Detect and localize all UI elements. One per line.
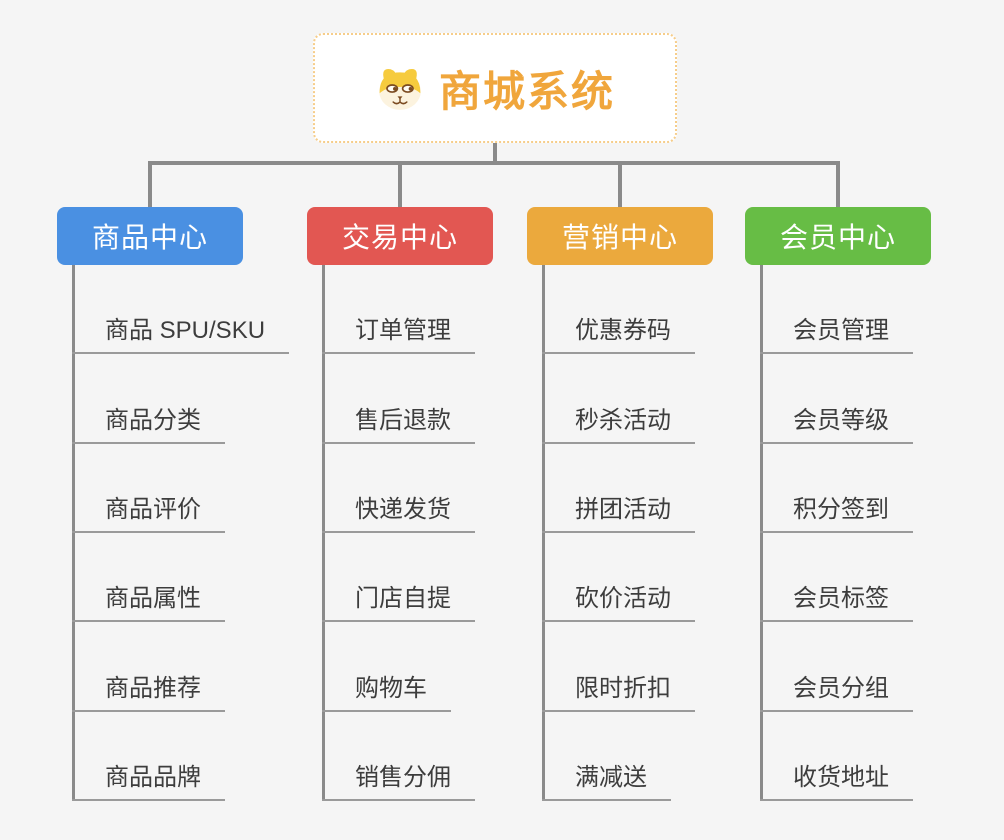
branch-node-product-center[interactable]: 商品中心 (57, 207, 243, 265)
child-topic[interactable]: 快递发货 (322, 489, 475, 533)
child-topic[interactable]: 会员管理 (760, 310, 913, 355)
branch-node-member-center[interactable]: 会员中心 (745, 207, 931, 265)
child-topic[interactable]: 售后退款 (322, 400, 475, 444)
child-topic[interactable]: 商品评价 (72, 489, 225, 533)
child-topic[interactable]: 优惠券码 (542, 310, 695, 355)
child-topic[interactable]: 限时折扣 (542, 668, 695, 712)
branch-children-marketing-center: 优惠券码 秒杀活动 拼团活动 砍价活动 限时折扣 满减送 (542, 265, 695, 801)
child-topic[interactable]: 商品品牌 (72, 757, 225, 801)
child-topic[interactable]: 会员标签 (760, 578, 913, 623)
branch-children-member-center: 会员管理 会员等级 积分签到 会员标签 会员分组 收货地址 (760, 265, 913, 801)
connector-drop (836, 161, 840, 209)
child-topic[interactable]: 满减送 (542, 757, 671, 801)
child-topic[interactable]: 会员等级 (760, 400, 913, 444)
child-topic[interactable]: 收货地址 (760, 757, 913, 801)
child-topic[interactable]: 砍价活动 (542, 578, 695, 623)
connector-drop (148, 161, 152, 209)
dog-face-icon (375, 64, 425, 112)
child-topic[interactable]: 商品分类 (72, 400, 225, 444)
child-topic[interactable]: 购物车 (322, 668, 451, 712)
connector-drop (398, 161, 402, 209)
connector-drop (618, 161, 622, 209)
child-topic[interactable]: 商品 SPU/SKU (72, 310, 290, 355)
branch-children-product-center: 商品 SPU/SKU 商品分类 商品评价 商品属性 商品推荐 商品品牌 (72, 265, 290, 801)
connector-bus (148, 161, 840, 165)
connector-rail (322, 265, 325, 801)
child-topic[interactable]: 拼团活动 (542, 489, 695, 533)
child-topic[interactable]: 商品属性 (72, 578, 225, 623)
child-topic[interactable]: 秒杀活动 (542, 400, 695, 444)
root-topic[interactable]: 商城系统 (313, 33, 677, 143)
child-topic[interactable]: 门店自提 (322, 578, 475, 623)
connector-rail (72, 265, 75, 801)
root-topic-title: 商城系统 (438, 67, 615, 115)
child-topic[interactable]: 会员分组 (760, 668, 913, 712)
connector-root-stem (493, 142, 497, 165)
child-topic[interactable]: 积分签到 (760, 489, 913, 533)
branch-node-marketing-center[interactable]: 营销中心 (527, 207, 713, 265)
child-topic[interactable]: 商品推荐 (72, 668, 225, 712)
branch-node-trade-center[interactable]: 交易中心 (307, 207, 493, 265)
connector-rail (760, 265, 763, 801)
connector-rail (542, 265, 545, 801)
child-topic[interactable]: 销售分佣 (322, 757, 475, 801)
child-topic[interactable]: 订单管理 (322, 310, 475, 355)
branch-children-trade-center: 订单管理 售后退款 快递发货 门店自提 购物车 销售分佣 (322, 265, 475, 801)
